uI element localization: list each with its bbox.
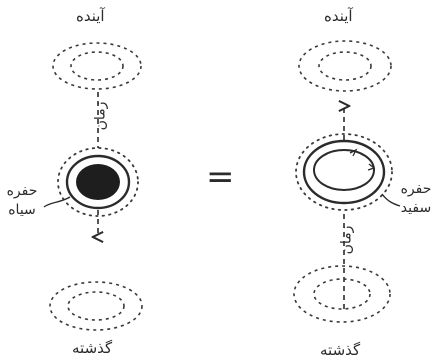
black-hole-halo [57, 147, 139, 217]
past-label-right: گذشته [320, 341, 361, 359]
past-label-left: گذشته [72, 339, 113, 357]
future-inner-ring-left [70, 51, 124, 81]
future-label-right: آینده [324, 7, 353, 25]
black-hole-label-line2: سیاه [8, 202, 36, 218]
black-hole-label: حفره سیاه [2, 182, 42, 220]
past-rings-left [49, 281, 143, 331]
black-hole [76, 164, 120, 200]
past-rings-right [293, 265, 391, 323]
white-hole-flow-arrow-right [367, 163, 376, 171]
black-hole-ring [65, 154, 131, 210]
white-hole [313, 149, 375, 191]
white-hole-panel [293, 40, 401, 323]
black-hole-label-line1: حفره [6, 183, 38, 199]
white-hole-outer-ring [302, 139, 386, 205]
time-label-right: زمان [338, 225, 355, 255]
future-rings-left [52, 42, 142, 90]
equals-sign: = [206, 157, 235, 197]
white-hole-flow-arrow-top [349, 148, 358, 157]
white-hole-halo [295, 133, 393, 211]
time-label-left: زمان [92, 101, 109, 131]
past-outer-ring-left [49, 281, 143, 331]
black-hole-panel [43, 42, 143, 331]
black-hole-pointer [43, 196, 71, 208]
white-hole-label-line2: سفید [400, 200, 432, 216]
past-outer-ring-right [293, 265, 391, 323]
future-label-left: آینده [76, 7, 105, 25]
future-outer-ring-left [52, 42, 142, 90]
future-outer-ring-right [298, 40, 392, 92]
future-rings-right [298, 40, 392, 92]
past-inner-ring-left [67, 291, 125, 321]
white-hole-label: حفره سفید [396, 180, 436, 218]
future-inner-ring-right [318, 51, 372, 81]
white-hole-pointer [381, 193, 401, 207]
white-hole-label-line1: حفره [400, 181, 432, 197]
past-inner-ring-right [313, 278, 371, 310]
